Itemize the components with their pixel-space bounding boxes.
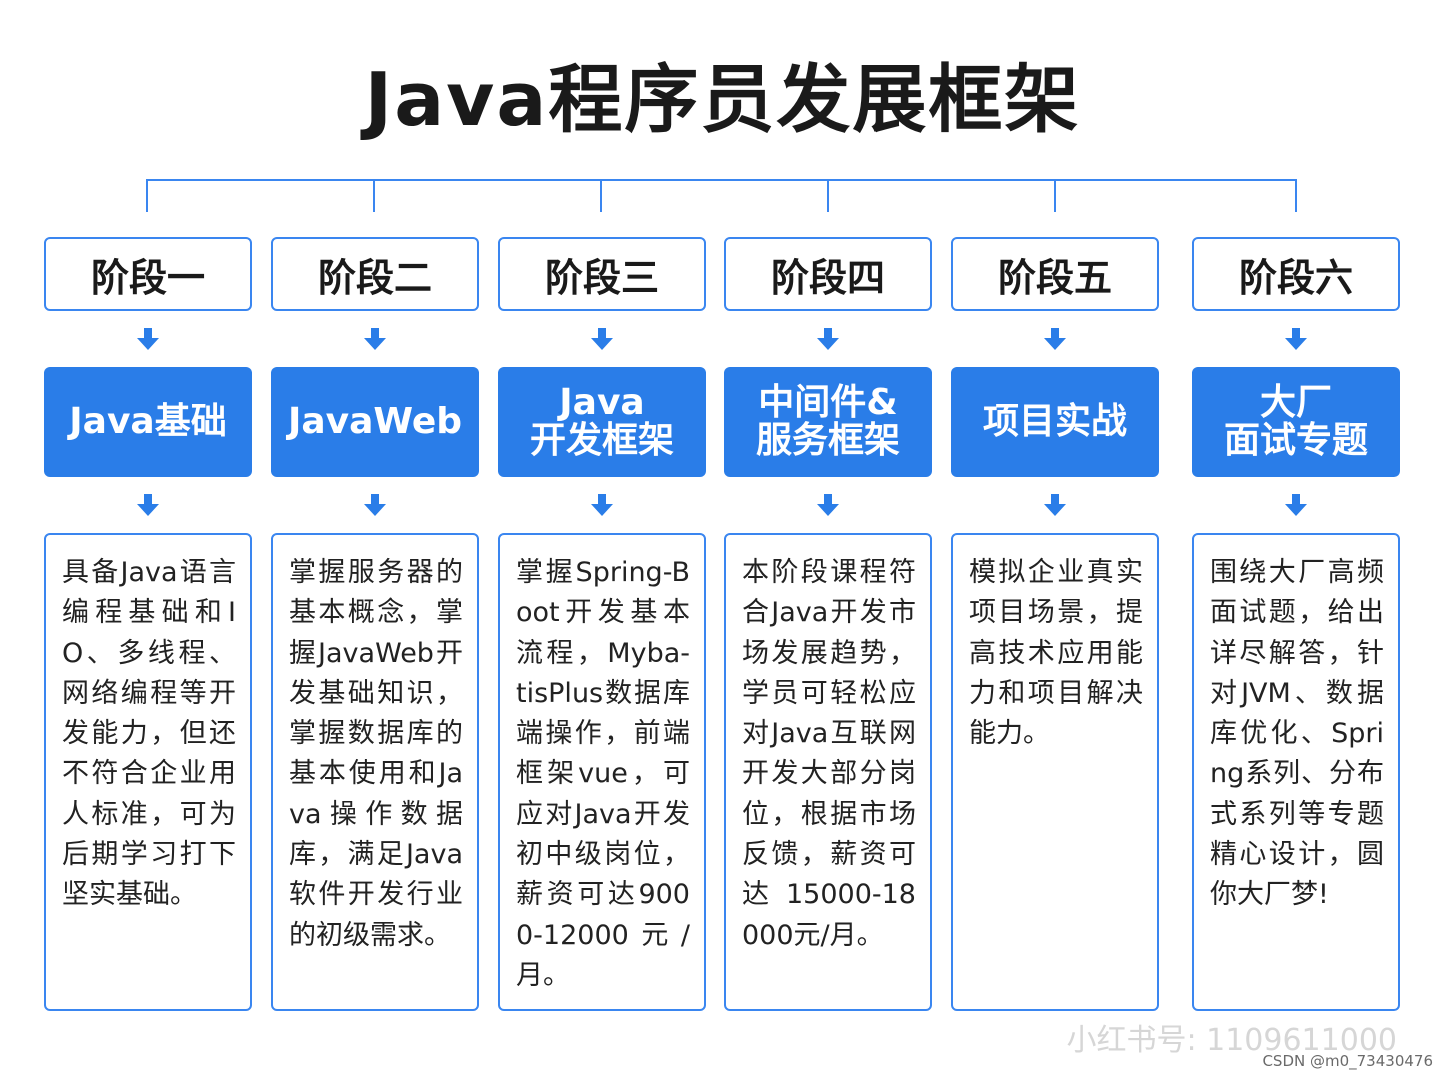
down-arrow-icon (498, 311, 706, 367)
page-title: Java程序员发展框架 (364, 57, 1081, 143)
stage-label: 阶段六 (1192, 237, 1400, 311)
stage-column-1: 阶段一 Java基础 具备Java语言编程基础和IO、多线程、网络编程等开发能力… (44, 237, 252, 1011)
stage-topic: 项目实战 (951, 367, 1159, 477)
stage-topic: JavaWeb (271, 367, 479, 477)
stage-column-4: 阶段四 中间件& 服务框架 本阶段课程符合Java开发市场发展趋势，学员可轻松应… (724, 237, 932, 1011)
down-arrow-icon (44, 477, 252, 533)
down-arrow-icon (951, 477, 1159, 533)
down-arrow-icon (498, 477, 706, 533)
stage-column-2: 阶段二 JavaWeb 掌握服务器的基本概念，掌握JavaWeb开发基础知识，掌… (271, 237, 479, 1011)
stage-description: 围绕大厂高频面试题，给出详尽解答，针对JVM、数据库优化、Spring系列、分布… (1192, 533, 1400, 1011)
stage-column-3: 阶段三 Java 开发框架 掌握Spring-Boot开发基本流程，Myba-t… (498, 237, 706, 1011)
stage-label: 阶段一 (44, 237, 252, 311)
stage-label: 阶段四 (724, 237, 932, 311)
down-arrow-icon (724, 477, 932, 533)
down-arrow-icon (44, 311, 252, 367)
down-arrow-icon (951, 311, 1159, 367)
stage-column-6: 阶段六 大厂 面试专题 围绕大厂高频面试题，给出详尽解答，针对JVM、数据库优化… (1192, 237, 1400, 1011)
down-arrow-icon (271, 477, 479, 533)
stage-description: 掌握Spring-Boot开发基本流程，Myba-tisPlus数据库端操作，前… (498, 533, 706, 1011)
down-arrow-icon (1192, 311, 1400, 367)
stage-topic: Java基础 (44, 367, 252, 477)
stage-description: 掌握服务器的基本概念，掌握JavaWeb开发基础知识，掌握数据库的基本使用和Ja… (271, 533, 479, 1011)
stage-description: 本阶段课程符合Java开发市场发展趋势，学员可轻松应对Java互联网开发大部分岗… (724, 533, 932, 1011)
stage-topic: 中间件& 服务框架 (724, 367, 932, 477)
down-arrow-icon (724, 311, 932, 367)
stage-label: 阶段二 (271, 237, 479, 311)
stage-description: 模拟企业真实项目场景，提高技术应用能力和项目解决能力。 (951, 533, 1159, 1011)
connector-lines (146, 179, 1297, 212)
stage-label: 阶段五 (951, 237, 1159, 311)
watermark-text: 小红书号: 1109611000 (1066, 1023, 1397, 1058)
stage-column-5: 阶段五 项目实战 模拟企业真实项目场景，提高技术应用能力和项目解决能力。 (951, 237, 1159, 1011)
down-arrow-icon (271, 311, 479, 367)
credit-text: CSDN @m0_73430476 (1262, 1052, 1433, 1070)
stage-description: 具备Java语言编程基础和IO、多线程、网络编程等开发能力，但还不符合企业用人标… (44, 533, 252, 1011)
stage-topic: Java 开发框架 (498, 367, 706, 477)
stage-label: 阶段三 (498, 237, 706, 311)
down-arrow-icon (1192, 477, 1400, 533)
stage-topic: 大厂 面试专题 (1192, 367, 1400, 477)
